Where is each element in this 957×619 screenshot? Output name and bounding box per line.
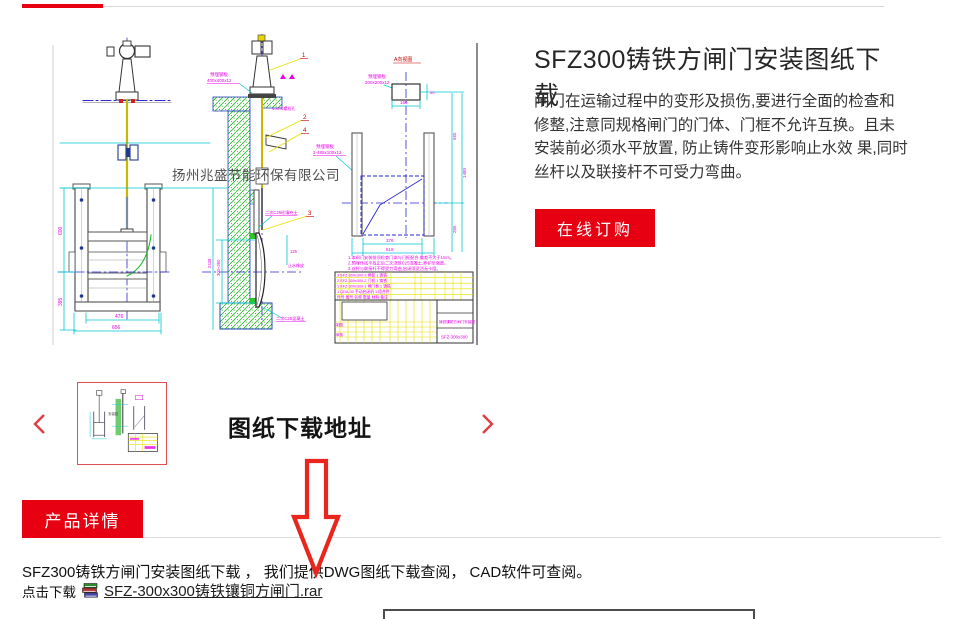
product-description: 闸门在运输过程中的变形及损伤,要进行全面的检查和修整,注意同规格闸门的门体、门框…: [534, 93, 908, 181]
label-bolt-note: 4-M16螺栓孔: [272, 105, 295, 111]
tab-product-details[interactable]: 产品详情: [22, 500, 143, 538]
callout-4: 4: [303, 128, 307, 134]
label-concrete-fill2: 二次C25混凝土: [276, 315, 305, 322]
active-tab-indicator: [22, 4, 103, 8]
callout-2: 2: [303, 115, 307, 121]
download-row: 点击下载 SFZ-300x300铸铁镶铜方闸门.rar: [22, 580, 322, 601]
parts-header-row: 件号 图号 名称 数量 材料 备注: [337, 295, 388, 300]
label-concrete-fill1: 二次C25砼填充土: [265, 209, 298, 216]
chevron-right-icon: [482, 414, 494, 434]
drawing-name: 铸铁镶铜方闸门安装图: [439, 319, 475, 324]
drawing-code: SFZ-300x300: [441, 335, 468, 340]
cad-drawing: 600 395 476 656: [52, 34, 478, 345]
label-embed-plate1: 预埋钢板: [210, 71, 228, 78]
download-prompt-label: 点击下载: [22, 584, 76, 600]
details-divider-line: [22, 537, 941, 538]
page-title: SFZ300铸铁方闸门安装图纸下载: [534, 46, 881, 110]
dim-a-right-lower: 265: [452, 225, 457, 233]
section-view: 300~360 2438 125 1 2 4 3: [60, 34, 355, 330]
svg-text:安装图: 安装图: [108, 411, 118, 416]
bottom-content-box: [383, 609, 755, 619]
callout-1: 1: [302, 53, 306, 59]
gallery-prev-button[interactable]: [30, 410, 50, 438]
top-divider-line: [22, 6, 884, 7]
rar-download-link[interactable]: SFZ-300x300铸铁镶铜方闸门.rar: [104, 583, 323, 600]
dim-a-outer: 516: [386, 247, 394, 252]
dim-front-lower: 395: [58, 297, 64, 306]
parts-row-3: 1 SFZ-300x300-1 闸门框 1 铸铁: [337, 284, 391, 289]
dim-wall-total: 2438: [207, 258, 212, 268]
dim-plate-width: 160: [400, 100, 408, 105]
label-embed-plate3: 预埋钢板: [368, 73, 386, 80]
label-embed-plate2-size: 2-485x100x12: [313, 150, 342, 155]
thumbnail-cad-preview: 安装图: [89, 389, 158, 452]
note-line-3: 3.丝杆与联接杆不得受力弯曲,启闭须灵活无卡阻。: [348, 265, 441, 272]
dim-wall-depth: 300~360: [216, 259, 221, 276]
dim-front-inner: 476: [115, 314, 124, 320]
dim-gate-offset: 125: [290, 249, 298, 254]
parts-row-2: 2 SFZ-300x300-2 门框 1 铸铁: [337, 278, 387, 283]
dim-a-inner: 376: [386, 238, 394, 243]
winrar-archive-icon: [82, 583, 98, 598]
front-view: 600 395 476 656: [57, 37, 211, 335]
watermark-text: 扬州兆盛节能环保有限公司: [172, 168, 340, 183]
chevron-left-icon: [33, 414, 45, 434]
sign-label-2: 审核: [336, 332, 344, 337]
sign-label-1: 制图: [336, 322, 344, 327]
note-line-1: 1.本闸门安装前须检查门体与门框配合,偏差不大于1mm。: [348, 254, 454, 261]
dim-a-right-total: 1480: [462, 167, 467, 178]
dim-plate-side: 50: [430, 90, 435, 95]
details-intro-text: SFZ300铸铁方闸门安装图纸下载 ， 我们提供DWG图纸下载查阅， CAD软件…: [22, 564, 592, 581]
dim-front-height: 600: [58, 226, 64, 235]
label-embed-plate2: 预埋钢板: [316, 143, 334, 150]
gallery-caption: 图纸下载地址: [228, 415, 372, 441]
dim-front-outer: 656: [112, 325, 121, 331]
label-embed-plate3-size: 300x200x12: [365, 80, 390, 85]
dim-a-right-upper: 565: [452, 132, 457, 140]
parts-row-4: 1 QDA-30 手动启闭机 1 组合件: [337, 289, 390, 294]
label-embed-plate1-size: 400x400x12: [207, 78, 232, 83]
gallery-next-button[interactable]: [477, 410, 497, 438]
order-online-button[interactable]: 在线订购: [535, 209, 655, 247]
gallery-thumbnail[interactable]: 安装图: [77, 382, 167, 465]
note-line-2: 2.预埋件找平找正后二次浇筑C25混凝土,养护至强度。: [348, 260, 448, 267]
parts-row-1: 3 SFZ-300x300-3 闸板 1 铸铁: [337, 273, 387, 278]
a-view: A向视图 预埋钢板 300x200x12: [342, 56, 467, 256]
callout-3: 3: [308, 211, 312, 217]
title-block: 1.本闸门安装前须检查门体与门框配合,偏差不大于1mm。 2.预埋件找平找正后二…: [334, 254, 475, 344]
down-arrow-annotation-icon: [290, 458, 342, 579]
label-seal-rubber: 止水橡皮: [288, 262, 304, 268]
a-view-title: A向视图: [394, 56, 412, 63]
